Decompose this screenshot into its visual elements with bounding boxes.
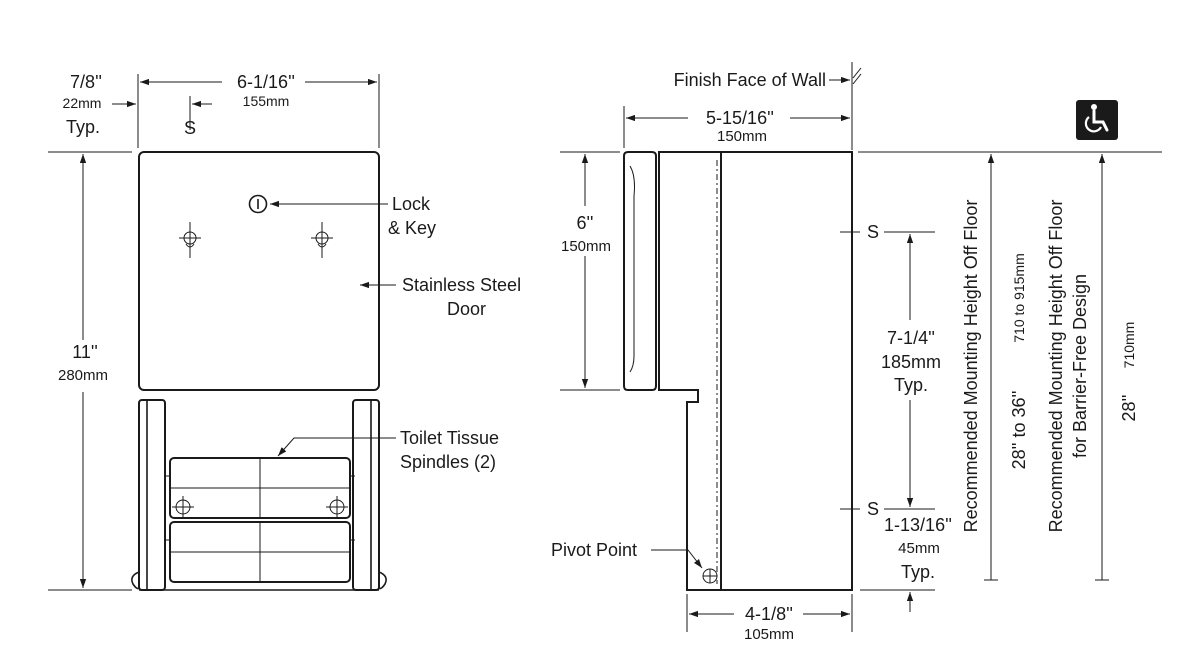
side-view: Finish Face of Wall 5-15/16'' 150mm 6'' … [551,62,952,643]
mounting-heights: Recommended Mounting Height Off Floor 28… [858,100,1162,581]
lock-label-2: & Key [388,218,436,238]
height-inches: 11'' [72,342,98,362]
wall-hatch [852,67,862,85]
spindle-left [172,496,194,518]
width-inches: 6-1/16'' [237,72,295,92]
offset-inches: 1-13/16'' [884,515,952,535]
door-screw-right [311,222,333,258]
base-mm: 105mm [744,626,794,643]
cabinet-frame [131,399,387,591]
depth-inches: 5-15/16'' [706,108,774,128]
front-view: 6-1/16'' 155mm 7/8'' 22mm Typ. S 11'' 28… [48,72,521,591]
side-body [623,151,853,591]
offset-mm: 45mm [898,540,940,557]
standard-range-mm: 710 to 915mm [1011,253,1027,343]
lock-label-1: Lock [392,194,431,214]
spindles-leader [277,437,396,457]
door-height-inches: 6'' [577,213,594,233]
pivot-icon [702,568,718,584]
height-mm: 280mm [58,367,108,384]
barrier-free-label-1: Recommended Mounting Height Off Floor [1046,200,1066,533]
front-screw-marker: S [184,118,196,138]
toilet-tissue-rolls [165,457,355,583]
barrier-free-label-2: for Barrier-Free Design [1070,274,1090,458]
margin-mm: 22mm [63,95,102,111]
standard-label: Recommended Mounting Height Off Floor [961,200,981,533]
margin-note: Typ. [66,117,100,137]
width-mm: 155mm [243,93,290,109]
pivot-leader [651,549,703,569]
stainless-steel-door [138,151,380,391]
wheelchair-icon [1076,100,1118,140]
door-height-mm: 150mm [561,238,611,255]
side-screw-top: S [867,222,879,242]
door-screw-left [179,222,201,258]
barrier-free-mm: 710mm [1121,322,1137,369]
base-inches: 4-1/8'' [745,604,793,624]
depth-mm: 150mm [717,128,767,145]
standard-range-inches: 28'' to 36'' [1009,391,1029,470]
offset-note: Typ. [901,562,935,582]
door-label-1: Stainless Steel [402,275,521,295]
lock-icon [248,194,268,214]
spacing-note: Typ. [894,375,928,395]
barrier-free-inches: 28'' [1119,395,1139,422]
spacing-mm: 185mm [881,352,941,372]
door-label-2: Door [447,299,486,319]
spindles-label-2: Spindles (2) [400,452,496,472]
side-screw-bottom: S [867,499,879,519]
margin-inches: 7/8'' [70,72,102,92]
pivot-label: Pivot Point [551,540,637,560]
spacing-inches: 7-1/4'' [887,328,935,348]
spindle-right [326,496,348,518]
spindles-label-1: Toilet Tissue [400,428,499,448]
wall-label: Finish Face of Wall [674,70,826,90]
